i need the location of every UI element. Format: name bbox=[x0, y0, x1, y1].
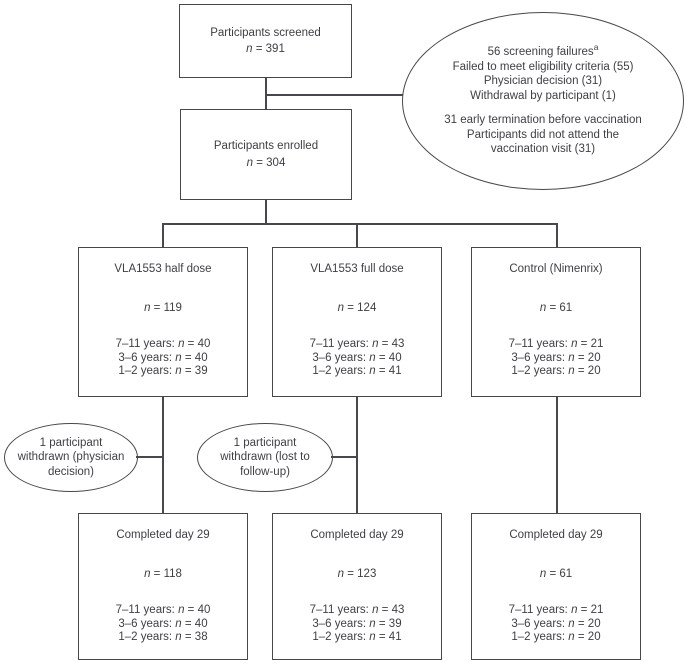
age-line: 1–2 years: n = 39 bbox=[118, 365, 208, 377]
age-line: 7–11 years: n = 43 bbox=[309, 604, 405, 616]
arm-title: Control (Nimenrix) bbox=[509, 263, 603, 275]
connector-branch-drop-control bbox=[556, 223, 558, 248]
connector-withdrawal-physician bbox=[136, 456, 163, 458]
failures-heading-text: 56 screening failures bbox=[487, 45, 594, 58]
completed-box-half-dose: Completed day 29 n = 118 7–11 years: n =… bbox=[78, 513, 248, 660]
age-line: 7–11 years: n = 43 bbox=[309, 338, 405, 350]
age-line: 7–11 years: n = 21 bbox=[508, 604, 604, 616]
screened-title: Participants screened bbox=[210, 26, 321, 39]
connector-branch-horizontal bbox=[162, 223, 558, 225]
age-line: 1–2 years: n = 41 bbox=[312, 631, 402, 643]
arm-n: n = 119 bbox=[144, 301, 182, 314]
age-line: 3–6 years: n = 40 bbox=[118, 617, 208, 630]
connector-half-dose-to-completed bbox=[162, 396, 164, 514]
age-line: 7–11 years: n = 40 bbox=[115, 604, 211, 616]
withdrawal-ellipse-lost-follow-up: 1 participant withdrawn (lost to follow-… bbox=[197, 423, 333, 492]
failure-reason: Failed to meet eligibility criteria (55) bbox=[452, 60, 634, 73]
footnote-marker: a bbox=[593, 41, 599, 52]
arm-box-full-dose: VLA1553 full dose n = 124 7–11 years: n … bbox=[272, 247, 442, 397]
early-termination-line: 31 early termination before vaccination bbox=[444, 113, 642, 126]
completed-age-breakdown: 7–11 years: n = 43 3–6 years: n = 39 1–2… bbox=[310, 604, 405, 645]
screening-failures-ellipse: 56 screening failuresa Failed to meet el… bbox=[402, 12, 684, 190]
arm-age-breakdown: 7–11 years: n = 43 3–6 years: n = 40 1–2… bbox=[310, 338, 405, 379]
connector-branch-drop-full-dose bbox=[356, 223, 358, 248]
completed-box-full-dose: Completed day 29 n = 123 7–11 years: n =… bbox=[272, 513, 442, 660]
age-line: 7–11 years: n = 21 bbox=[508, 338, 604, 350]
connector-full-dose-to-completed bbox=[356, 396, 358, 514]
completed-n: n = 118 bbox=[144, 567, 182, 580]
age-line: 3–6 years: n = 39 bbox=[312, 617, 402, 630]
connector-enrolled-to-branch bbox=[265, 199, 267, 225]
completed-age-breakdown: 7–11 years: n = 21 3–6 years: n = 20 1–2… bbox=[509, 604, 604, 645]
arm-age-breakdown: 7–11 years: n = 40 3–6 years: n = 40 1–2… bbox=[116, 338, 211, 379]
screened-box: Participants screened n = 391 bbox=[179, 4, 352, 78]
connector-screened-to-failures bbox=[266, 94, 403, 96]
screened-n: n = 391 bbox=[246, 43, 285, 55]
failure-reason: Physician decision (31) bbox=[483, 75, 603, 88]
arm-title: VLA1553 full dose bbox=[310, 263, 404, 275]
arm-n: n = 124 bbox=[337, 301, 377, 314]
failure-reason: Withdrawal by participant (1) bbox=[470, 90, 616, 103]
completed-title: Completed day 29 bbox=[509, 529, 603, 541]
completed-box-control: Completed day 29 n = 61 7–11 years: n = … bbox=[471, 513, 641, 660]
age-line: 3–6 years: n = 40 bbox=[312, 351, 402, 364]
connector-branch-drop-half-dose bbox=[162, 223, 164, 248]
age-line: 1–2 years: n = 38 bbox=[118, 631, 208, 643]
completed-n: n = 61 bbox=[539, 567, 573, 580]
withdrawal-text: 1 participant withdrawn (physician decis… bbox=[17, 436, 125, 478]
age-line: 3–6 years: n = 40 bbox=[118, 351, 208, 364]
age-line: 1–2 years: n = 20 bbox=[511, 365, 601, 377]
arm-age-breakdown: 7–11 years: n = 21 3–6 years: n = 20 1–2… bbox=[509, 338, 604, 379]
completed-title: Completed day 29 bbox=[116, 529, 210, 541]
no-show-line: Participants did not attend the vaccinat… bbox=[466, 128, 620, 156]
age-line: 7–11 years: n = 40 bbox=[115, 338, 211, 350]
arm-box-control: Control (Nimenrix) n = 61 7–11 years: n … bbox=[471, 247, 641, 397]
arm-box-half-dose: VLA1553 half dose n = 119 7–11 years: n … bbox=[78, 247, 248, 397]
enrolled-n: n = 304 bbox=[246, 156, 286, 169]
enrolled-box: Participants enrolled n = 304 bbox=[180, 109, 352, 200]
connector-control-to-completed bbox=[556, 396, 558, 514]
withdrawal-ellipse-physician: 1 participant withdrawn (physician decis… bbox=[4, 423, 138, 492]
age-line: 1–2 years: n = 41 bbox=[312, 365, 402, 377]
arm-n: n = 61 bbox=[539, 301, 573, 314]
completed-age-breakdown: 7–11 years: n = 40 3–6 years: n = 40 1–2… bbox=[116, 604, 211, 645]
connector-withdrawal-lost-follow-up bbox=[331, 456, 357, 458]
completed-n: n = 123 bbox=[337, 567, 377, 580]
age-line: 1–2 years: n = 20 bbox=[511, 631, 601, 643]
failures-heading: 56 screening failuresa bbox=[487, 41, 599, 60]
arm-title: VLA1553 half dose bbox=[114, 263, 212, 275]
age-line: 3–6 years: n = 20 bbox=[511, 617, 601, 630]
completed-title: Completed day 29 bbox=[310, 529, 404, 541]
age-line: 3–6 years: n = 20 bbox=[511, 351, 601, 364]
connector-screened-to-enrolled bbox=[265, 77, 267, 110]
withdrawal-text: 1 participant withdrawn (lost to follow-… bbox=[220, 436, 310, 478]
enrolled-title: Participants enrolled bbox=[213, 140, 319, 152]
